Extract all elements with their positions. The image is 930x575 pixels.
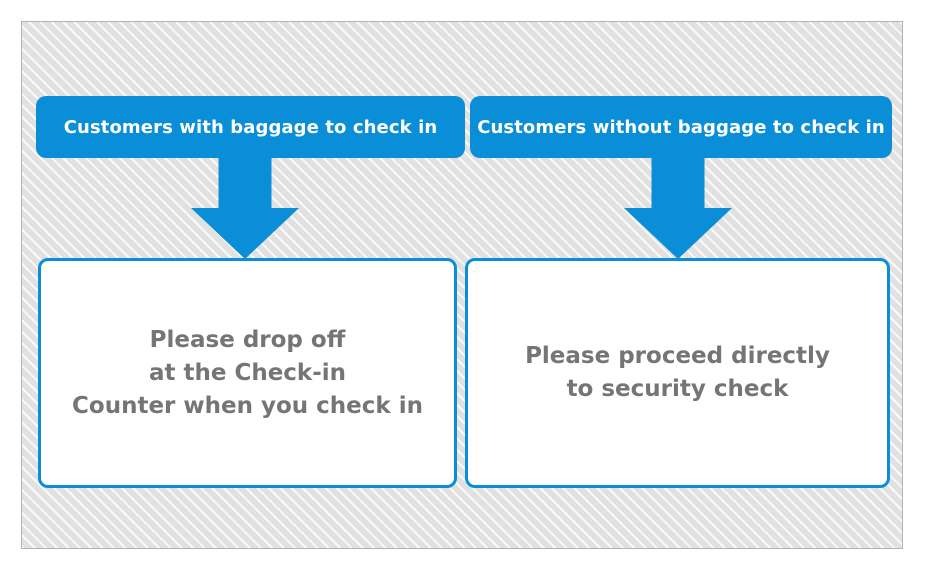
instruction-line: at the Check-in xyxy=(148,359,347,386)
diagram-panel: Customers with baggage to check in Pleas… xyxy=(21,21,903,549)
down-arrow-icon xyxy=(624,158,732,259)
header-no-baggage-label: Customers without baggage to check in xyxy=(477,116,885,138)
instruction-card-baggage: Please drop off at the Check-in Counter … xyxy=(38,258,457,488)
instruction-line: to security check xyxy=(566,376,789,402)
header-baggage: Customers with baggage to check in xyxy=(36,96,465,158)
instruction-line: Counter when you check in xyxy=(72,392,423,419)
header-no-baggage: Customers without baggage to check in xyxy=(470,96,892,158)
down-arrow-icon xyxy=(191,158,299,259)
instruction-line: Please proceed directly xyxy=(525,343,830,369)
instruction-card-no-baggage: Please proceed directly to security chec… xyxy=(465,258,890,488)
instruction-line: Please drop off xyxy=(149,326,346,353)
header-baggage-label: Customers with baggage to check in xyxy=(63,116,438,138)
